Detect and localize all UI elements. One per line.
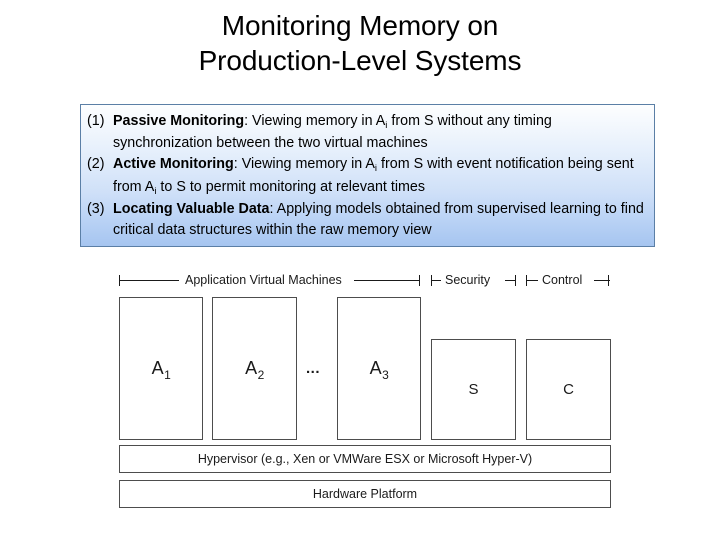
hypervisor-layer-bar: Hypervisor (e.g., Xen or VMWare ESX or M… [119, 445, 611, 473]
vm-box-a2: A2 [212, 297, 297, 440]
hardware-platform-layer-bar: Hardware Platform [119, 480, 611, 508]
bracket-line-left-control [526, 280, 538, 282]
item-body-c: to S to permit monitoring at relevant ti… [156, 178, 426, 195]
vm-ellipsis: ... [306, 360, 321, 377]
bracket-cap-left-control [526, 275, 528, 286]
bracket-cap-right-control [608, 275, 610, 286]
security-vm-box: S [431, 339, 516, 440]
item-body-b: from S without any timing synchronizatio… [113, 113, 552, 152]
bracket-cap-right-security [515, 275, 517, 286]
item-body-a: Viewing memory in A [248, 113, 386, 129]
vm-box-a2-label: A2 [245, 358, 265, 382]
item-number: (1) [87, 113, 105, 129]
bracket-label-application-virtual-machines: Application Virtual Machines [185, 273, 342, 287]
item-body-a: Viewing memory in A [237, 156, 375, 173]
bracket-line-right-control [594, 280, 610, 282]
vm-box-a1-label: A1 [151, 358, 171, 382]
list-item: (3) Locating Valuable Data: Applying mode… [87, 199, 646, 241]
item-colon: : [233, 156, 238, 173]
item-lead: Passive Monitoring [113, 113, 245, 129]
bracket-cap-left-avm [119, 275, 121, 286]
bracket-label-control: Control [542, 273, 583, 287]
title-line-1: Monitoring Memory on [221, 10, 499, 41]
bracket-cap-right-avm [419, 275, 421, 286]
list-item: (2) Active Monitoring: Viewing memory in … [87, 154, 646, 198]
item-body-b: from S with event notification being sen… [113, 156, 634, 195]
control-vm-box: C [526, 339, 611, 440]
bracket-line-left-security [431, 280, 441, 282]
vm-box-a3: A3 [337, 297, 421, 440]
item-subscript: i [385, 120, 388, 131]
bracket-line-right-avm [354, 280, 420, 282]
bracket-line-right-security [505, 280, 516, 282]
item-subscript: i [374, 163, 378, 175]
title-line-2: Production-Level Systems [198, 45, 522, 76]
item-colon: : [244, 113, 249, 129]
monitoring-approaches-callout: (1) Passive Monitoring: Viewing memory in… [80, 104, 655, 247]
bracket-label-security: Security [445, 273, 491, 287]
item-number: (2) [87, 156, 105, 173]
vm-box-a3-label: A3 [369, 358, 389, 382]
item-number: (3) [87, 200, 105, 217]
item-lead: Active Monitoring [113, 156, 234, 173]
bracket-line-left-avm [119, 280, 179, 282]
vm-box-a1: A1 [119, 297, 203, 440]
list-item: (1) Passive Monitoring: Viewing memory in… [87, 111, 646, 154]
page-title: Monitoring Memory on Production-Level Sy… [40, 8, 680, 78]
item-colon: : [269, 200, 274, 217]
item-body-a: Applying models obtained from supervised… [113, 200, 644, 239]
item-subscript-2: i [154, 185, 157, 197]
item-lead: Locating Valuable Data [113, 200, 270, 217]
bracket-cap-left-security [431, 275, 433, 286]
